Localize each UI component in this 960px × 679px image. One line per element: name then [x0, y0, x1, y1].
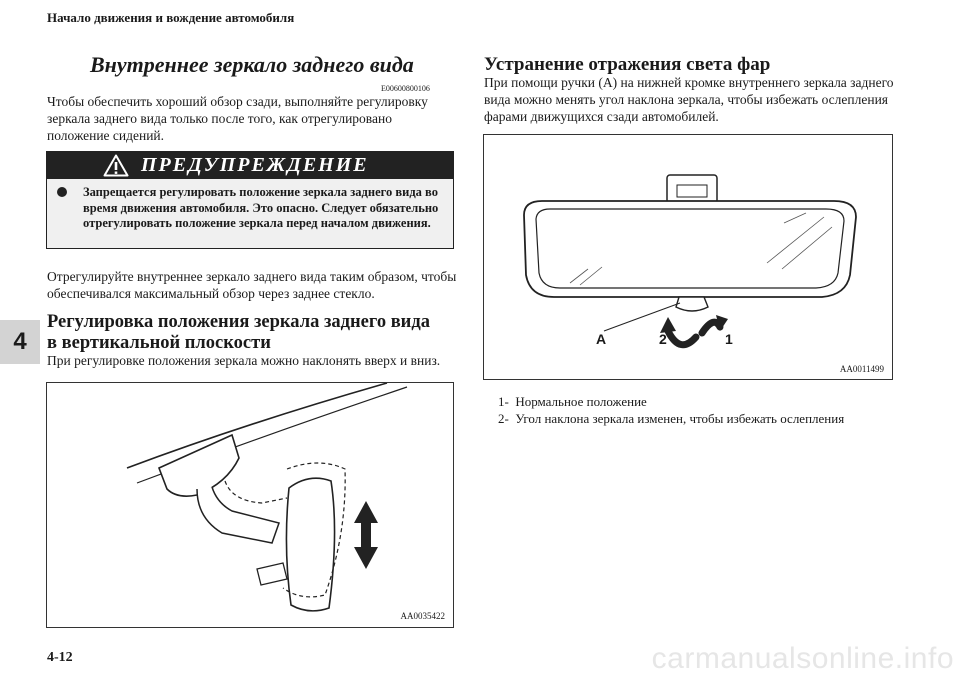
running-header: Начало движения и вождение автомобиля — [47, 10, 295, 25]
page-number: 4-12 — [47, 650, 73, 665]
section-title-vertical: Регулировка положения зеркала заднего ви… — [47, 312, 467, 354]
up-down-arrow-icon — [354, 501, 378, 569]
figure-label-1: 1 — [725, 331, 733, 347]
figure-legend: 1- Нормальное положение 2- Угол наклона … — [498, 393, 844, 427]
figure-vertical-adjust: AA0035422 — [46, 382, 454, 628]
chapter-tab: 4 — [0, 320, 40, 364]
mirror-intro-text: Чтобы обеспечить хороший обзор сзади, вы… — [47, 94, 428, 143]
figure-glare-adjust: A 2 1 AA0011499 — [483, 134, 893, 380]
glare-text: При помощи ручки (A) на нижней кромке вн… — [484, 75, 894, 124]
section-title-vertical-line2: в вертикальной плоскости — [47, 333, 271, 353]
vertical-adjust-text: При регулировке положения зеркала можно … — [47, 353, 441, 368]
figure-right-code: AA0011499 — [839, 364, 884, 374]
warning-triangle-icon — [103, 154, 129, 177]
figure-left-code: AA0035422 — [400, 611, 446, 621]
warning-header: ПРЕДУПРЕЖДЕНИЕ — [47, 152, 453, 179]
section-title-mirror: Внутреннее зеркало заднего вида — [90, 52, 414, 77]
mirror-tilt-illustration — [126, 382, 408, 612]
watermark: carmanualsonline.info — [651, 642, 954, 675]
mirror-front-illustration — [523, 174, 857, 349]
legend-item: 1- Нормальное положение — [498, 394, 647, 409]
section-code: E00600800106 — [381, 84, 430, 93]
legend-item: 2- Угол наклона зеркала изменен, чтобы и… — [498, 411, 845, 426]
warning-text: Запрещается регулировать положение зерка… — [83, 185, 439, 230]
bullet-icon — [57, 187, 67, 197]
section-title-glare: Устранение отражения света фар — [484, 54, 771, 75]
warning-title: ПРЕДУПРЕЖДЕНИЕ — [141, 154, 369, 176]
warning-box: ПРЕДУПРЕЖДЕНИЕ Запрещается регулировать … — [46, 151, 454, 249]
figure-label-2: 2 — [659, 331, 667, 347]
warning-body: Запрещается регулировать положение зерка… — [57, 185, 447, 232]
figure-label-a: A — [596, 331, 607, 347]
adjust-text: Отрегулируйте внутреннее зеркало заднего… — [47, 269, 457, 301]
section-title-vertical-line1: Регулировка положения зеркала заднего ви… — [47, 312, 430, 332]
